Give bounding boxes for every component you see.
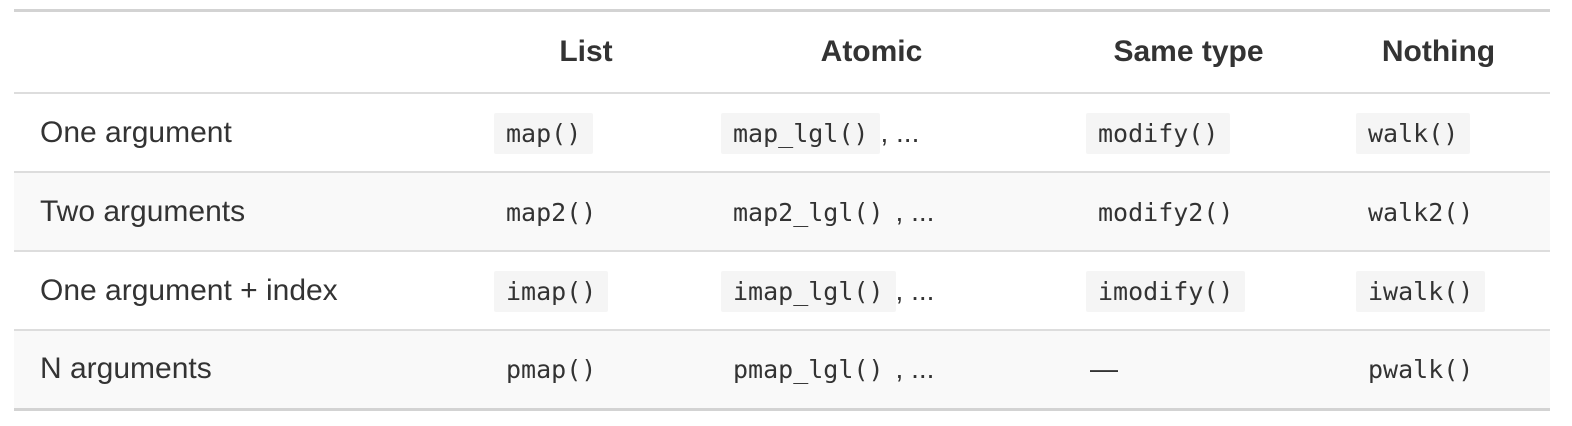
cell-list: imap() <box>479 250 693 330</box>
header-atomic: Atomic <box>693 10 1050 94</box>
cell-list: map() <box>479 93 693 172</box>
function-table-container: List Atomic Same type Nothing One argume… <box>14 9 1550 411</box>
code-pwalk: pwalk() <box>1356 349 1486 391</box>
cell-nothing: walk2() <box>1327 171 1550 251</box>
code-pmap: pmap() <box>494 349 609 391</box>
code-modify2: modify2() <box>1086 191 1246 233</box>
cell-atomic: pmap_lgl(), ... <box>693 329 1050 409</box>
cell-atomic: map_lgl(), ... <box>693 93 1050 172</box>
code-imap: imap() <box>494 270 609 312</box>
code-map2: map2() <box>494 191 609 233</box>
header-row: List Atomic Same type Nothing <box>14 10 1550 94</box>
code-map2-lgl: map2_lgl() <box>721 191 896 233</box>
cell-list: map2() <box>479 171 693 251</box>
atomic-suffix: , ... <box>895 274 935 306</box>
table-header: List Atomic Same type Nothing <box>14 10 1550 94</box>
atomic-suffix: , ... <box>895 195 935 227</box>
cell-same-type: modify2() <box>1050 171 1327 251</box>
table-row: One argument + index imap() imap_lgl(), … <box>14 250 1550 330</box>
cell-nothing: pwalk() <box>1327 329 1550 409</box>
cell-nothing: iwalk() <box>1327 250 1550 330</box>
cell-same-type: modify() <box>1050 93 1327 172</box>
table-row: Two arguments map2() map2_lgl(), ... mod… <box>14 171 1550 251</box>
code-imap-lgl: imap_lgl() <box>721 270 896 312</box>
header-same-type: Same type <box>1050 10 1327 94</box>
cell-nothing: walk() <box>1327 93 1550 172</box>
row-label: N arguments <box>14 329 479 409</box>
code-pmap-lgl: pmap_lgl() <box>721 349 896 391</box>
code-imodify: imodify() <box>1086 270 1246 312</box>
em-dash-placeholder: — <box>1090 353 1118 385</box>
header-nothing: Nothing <box>1327 10 1550 94</box>
code-map: map() <box>494 112 594 154</box>
cell-atomic: map2_lgl(), ... <box>693 171 1050 251</box>
header-list: List <box>479 10 693 94</box>
code-walk: walk() <box>1356 112 1471 154</box>
code-modify: modify() <box>1086 112 1231 154</box>
header-blank <box>14 10 479 94</box>
row-label: One argument <box>40 115 232 149</box>
table-row: One argument map() map_lgl(), ... modify… <box>14 93 1550 172</box>
code-walk2: walk2() <box>1356 191 1486 233</box>
row-label: Two arguments <box>14 171 479 251</box>
cell-list: pmap() <box>479 329 693 409</box>
table-body: One argument map() map_lgl(), ... modify… <box>14 93 1550 409</box>
code-map-lgl: map_lgl() <box>721 112 881 154</box>
function-table: List Atomic Same type Nothing One argume… <box>14 9 1550 411</box>
cell-same-type: — <box>1050 329 1327 409</box>
cell-atomic: imap_lgl(), ... <box>693 250 1050 330</box>
cell-same-type: imodify() <box>1050 250 1327 330</box>
row-label: One argument + index <box>14 250 479 330</box>
code-iwalk: iwalk() <box>1356 270 1486 312</box>
atomic-suffix: , ... <box>880 116 920 148</box>
table-row: N arguments pmap() pmap_lgl(), ... — pwa… <box>14 329 1550 409</box>
atomic-suffix: , ... <box>895 353 935 385</box>
